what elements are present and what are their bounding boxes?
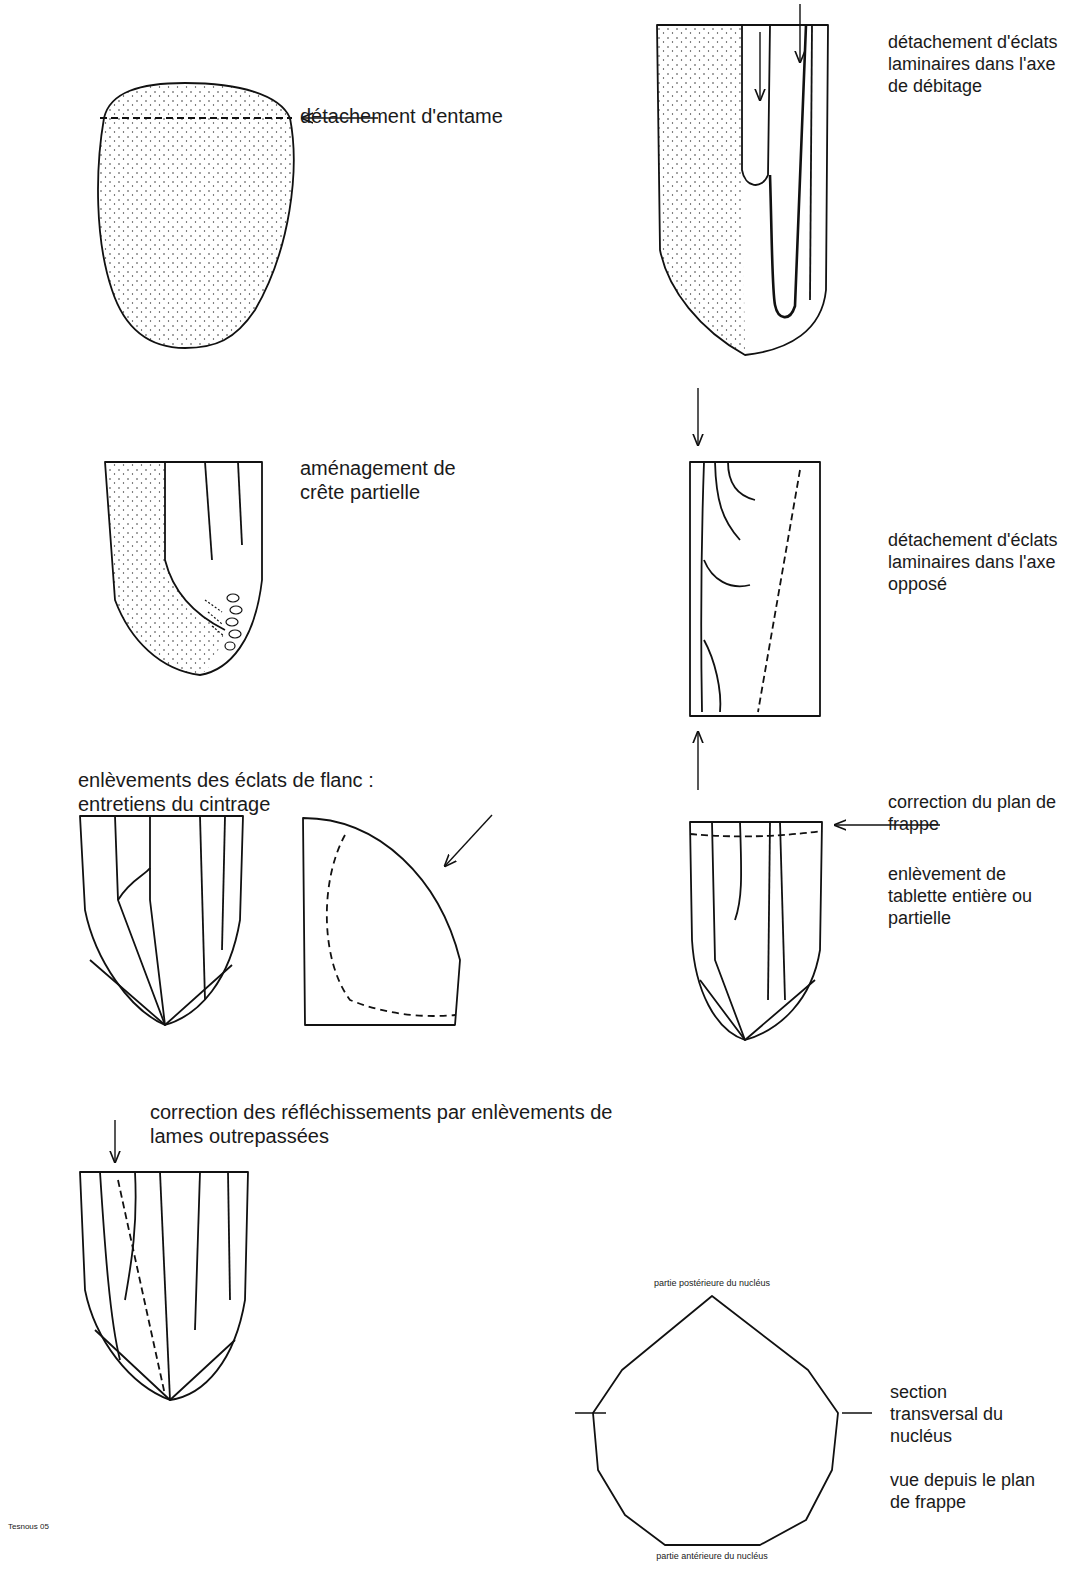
core-overshot — [80, 1120, 248, 1400]
core-flank — [80, 816, 243, 1025]
core-section — [575, 1296, 872, 1545]
step-label: section transversal du nucléus — [890, 1382, 1040, 1448]
step-label: enlèvement de tablette entière ou partie… — [888, 864, 1060, 930]
flank-flake — [303, 815, 492, 1025]
step-label: détachement d'éclats laminaires dans l'a… — [888, 530, 1060, 596]
step-label: enlèvements des éclats de flanc : entret… — [78, 768, 423, 817]
section-side-label: partie postérieure du nucléus — [654, 1278, 770, 1289]
step-label: aménagement de crête partielle — [300, 456, 500, 505]
step-label: vue depuis le plan de frappe — [890, 1470, 1040, 1514]
core-tablet — [690, 822, 940, 1040]
core-crest — [105, 462, 262, 675]
step-label: correction du plan de frappe — [888, 792, 1060, 836]
step-label: détachement d'entame — [300, 104, 503, 128]
core-opposed — [690, 388, 820, 790]
section-side-label: partie antérieure du nucléus — [656, 1551, 768, 1562]
step-label: détachement d'éclats laminaires dans l'a… — [888, 32, 1060, 98]
core-debitage — [657, 4, 828, 355]
credit-note: Tesnous 05 — [8, 1522, 49, 1532]
step-label: correction des réfléchissements par enlè… — [150, 1100, 650, 1149]
